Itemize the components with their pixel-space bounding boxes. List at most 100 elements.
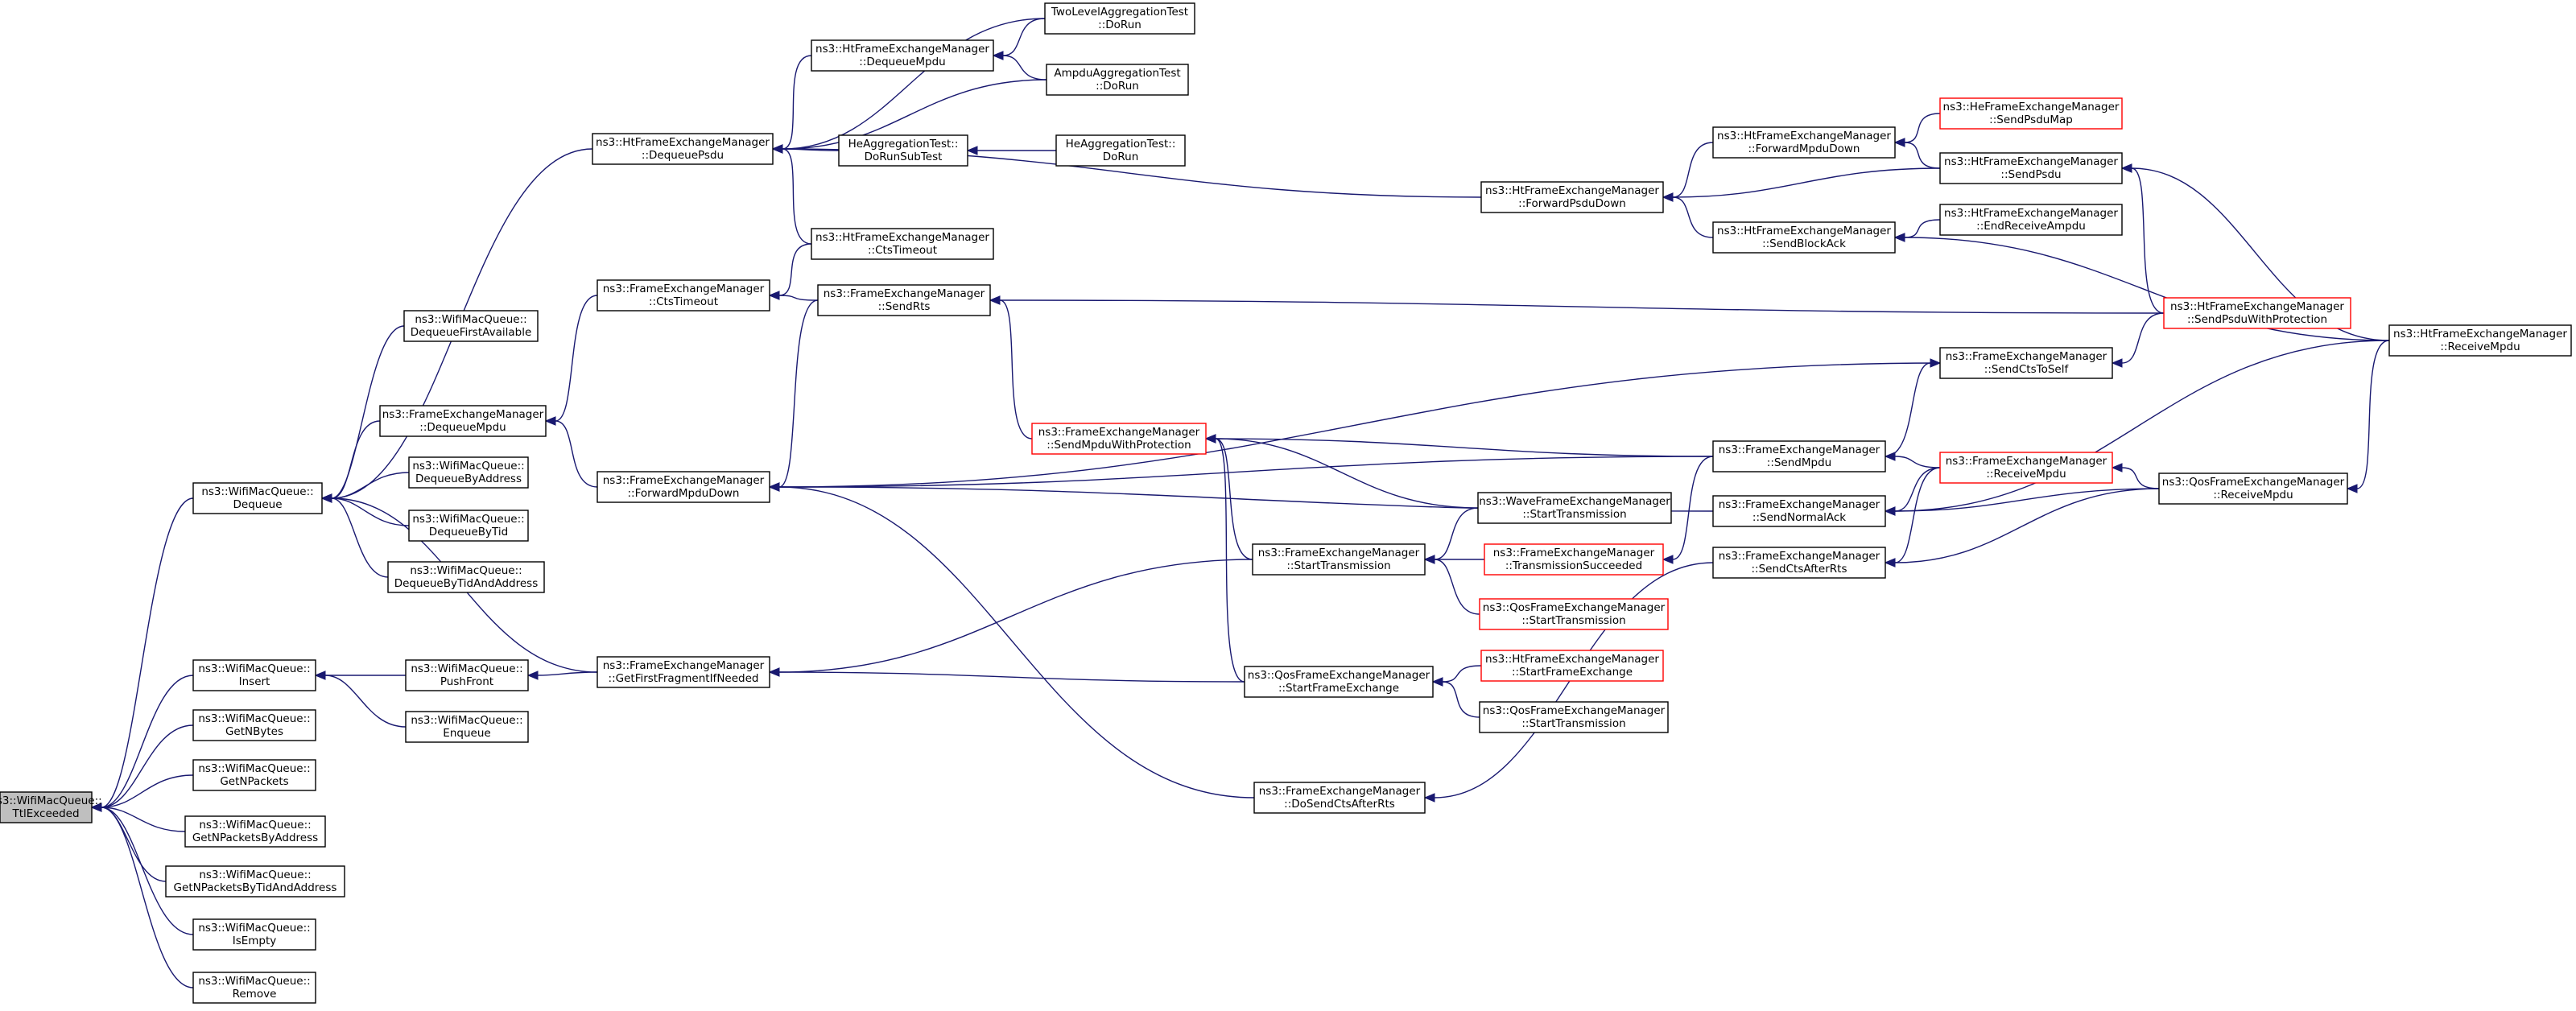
- node-label-line: ::DoRun: [1098, 19, 1141, 31]
- node-label-line: ::SendPsduWithProtection: [2187, 313, 2327, 326]
- edge-arrowhead: [1893, 233, 1905, 242]
- node-ht-fwdmpdu[interactable]: ns3::HtFrameExchangeManager::ForwardMpdu…: [1712, 126, 1896, 159]
- node-ht-sendblockack[interactable]: ns3::HtFrameExchangeManager::SendBlockAc…: [1712, 221, 1896, 254]
- node-ampdutest[interactable]: AmpduAggregationTest::DoRun: [1046, 64, 1189, 96]
- node-qos-starttx-r[interactable]: ns3::QosFrameExchangeManager::StartTrans…: [1479, 598, 1669, 630]
- node-qos-sfe[interactable]: ns3::QosFrameExchangeManager::StartFrame…: [1244, 666, 1434, 698]
- node-label-line: ns3::WifiMacQueue::: [411, 714, 522, 727]
- node-fem-sendrts[interactable]: ns3::FrameExchangeManager::SendRts: [817, 284, 991, 316]
- node-heagg-sub[interactable]: HeAggregationTest::DoRunSubTest: [838, 134, 968, 167]
- node-dqbytid[interactable]: ns3::WifiMacQueue::DequeueByTid: [408, 510, 529, 542]
- edge-arrowhead: [1423, 793, 1435, 803]
- node-fem-sendmpdu[interactable]: ns3::FrameExchangeManager::SendMpdu: [1712, 440, 1886, 472]
- edge-line: [782, 55, 812, 150]
- edge-fem-sendmpdu-to-fem-fwdmpdu: [768, 456, 1714, 492]
- node-label-line: ns3::WifiMacQueue::: [198, 712, 310, 725]
- edge-wave-starttx-to-fem-starttx: [1423, 507, 1479, 564]
- node-box: [597, 656, 770, 688]
- node-fem-starttx[interactable]: ns3::FrameExchangeManager::StartTransmis…: [1252, 543, 1426, 576]
- node-dqfirst[interactable]: ns3::WifiMacQueue::DequeueFirstAvailable: [403, 310, 539, 342]
- edge-ht-recvmpdu-to-ht-sendblockack: [1893, 233, 2390, 341]
- node-qos-recvmpdu[interactable]: ns3::QosFrameExchangeManager::ReceiveMpd…: [2158, 472, 2348, 505]
- node-wave-starttx[interactable]: ns3::WaveFrameExchangeManager::StartTran…: [1477, 492, 1672, 524]
- edge-fem-dqmpdu-to-dequeue: [320, 420, 381, 503]
- edge-arrowhead: [1431, 677, 1443, 687]
- node-twolevel[interactable]: TwoLevelAggregationTest::DoRun: [1044, 2, 1195, 35]
- node-ht-spwp[interactable]: ns3::HtFrameExchangeManager::SendPsduWit…: [2163, 297, 2351, 329]
- node-label-line: ns3::FrameExchangeManager: [382, 408, 544, 421]
- edge-qos-starttx-r-to-fem-starttx: [1423, 555, 1480, 615]
- node-ttl[interactable]: ns3::WifiMacQueue::TtlExceeded: [0, 791, 102, 823]
- edge-line: [1885, 362, 1931, 457]
- node-ht-sendpsdu[interactable]: ns3::HtFrameExchangeManager::SendPsdu: [1939, 152, 2123, 184]
- node-fem-getfirst[interactable]: ns3::FrameExchangeManager::GetFirstFragm…: [597, 656, 770, 688]
- node-box: [2158, 472, 2348, 505]
- node-box: [1046, 64, 1189, 96]
- node-getnpackets[interactable]: ns3::WifiMacQueue::GetNPackets: [192, 759, 316, 791]
- node-label-line: ns3::HtFrameExchangeManager: [596, 136, 770, 149]
- node-label-line: ns3::FrameExchangeManager: [603, 283, 765, 295]
- edge-line: [2356, 340, 2390, 489]
- node-label-line: ns3::QosFrameExchangeManager: [1483, 704, 1666, 717]
- edge-line: [1904, 237, 2390, 341]
- node-pushfront[interactable]: ns3::WifiMacQueue::PushFront: [405, 659, 529, 691]
- node-dqbyta[interactable]: ns3::WifiMacQueue::DequeueByTidAndAddres…: [387, 561, 545, 593]
- edge-ht-spwp-to-fem-sendrts: [989, 295, 2165, 314]
- node-ht-ctstimeout[interactable]: ns3::HtFrameExchangeManager::CtsTimeout: [811, 228, 994, 260]
- node-ht-endrecv[interactable]: ns3::HtFrameExchangeManager::EndReceiveA…: [1939, 204, 2123, 236]
- node-label-line: ::ForwardMpduDown: [1748, 142, 1860, 155]
- node-he-sendpsdumap[interactable]: ns3::HeFrameExchangeManager::SendPsduMap: [1939, 97, 2123, 130]
- node-label-line: ns3::WifiMacQueue::: [412, 460, 524, 472]
- node-qos-starttx[interactable]: ns3::QosFrameExchangeManager::StartTrans…: [1479, 701, 1669, 733]
- edge-line: [1894, 456, 1941, 468]
- node-fem-ctstimeout[interactable]: ns3::FrameExchangeManager::CtsTimeout: [597, 279, 770, 312]
- node-ht-fwdpsdu[interactable]: ns3::HtFrameExchangeManager::ForwardPsdu…: [1480, 181, 1664, 213]
- node-label-line: ::EndReceiveAmpdu: [1976, 220, 2086, 233]
- node-fem-sendnormalack[interactable]: ns3::FrameExchangeManager::SendNormalAck: [1712, 495, 1886, 527]
- node-label-line: ::SendCtsAfterRts: [1752, 563, 1847, 576]
- node-fem-dosendcts[interactable]: ns3::FrameExchangeManager::DoSendCtsAfte…: [1253, 782, 1426, 814]
- node-label-line: ns3::FrameExchangeManager: [1719, 498, 1880, 511]
- edge-arrowhead: [768, 482, 780, 492]
- node-dqbyaddr[interactable]: ns3::WifiMacQueue::DequeueByAddress: [408, 456, 529, 489]
- node-fem-dqmpdu[interactable]: ns3::FrameExchangeManager::DequeueMpdu: [379, 405, 547, 437]
- edge-wave-starttx-to-fem-smwp: [1204, 434, 1479, 509]
- node-dequeue[interactable]: ns3::WifiMacQueue::Dequeue: [192, 482, 323, 514]
- node-ht-dqpsdu[interactable]: ns3::HtFrameExchangeManager::DequeuePsdu: [592, 133, 774, 165]
- node-box: [817, 284, 991, 316]
- node-isempty[interactable]: ns3::WifiMacQueue::IsEmpty: [192, 918, 316, 951]
- edge-fem-ctstimeout-to-fem-dqmpdu: [544, 295, 598, 426]
- node-getnbytes[interactable]: ns3::WifiMacQueue::GetNBytes: [192, 709, 316, 741]
- edge-remove-to-ttl: [90, 803, 194, 988]
- node-label-line: ns3::FrameExchangeManager: [603, 474, 765, 487]
- node-fem-recvmpdu[interactable]: ns3::FrameExchangeManager::ReceiveMpdu: [1939, 452, 2113, 484]
- edge-line: [2131, 167, 2165, 314]
- node-getnpba[interactable]: ns3::WifiMacQueue::GetNPacketsByAddress: [184, 815, 326, 848]
- node-label-line: Remove: [233, 988, 277, 1001]
- node-label-line: ::StartFrameExchange: [1512, 666, 1633, 679]
- node-label-line: ns3::WifiMacQueue::: [198, 922, 310, 935]
- node-enqueue[interactable]: ns3::WifiMacQueue::Enqueue: [405, 711, 529, 743]
- node-box: [408, 456, 529, 489]
- edge-getnbytes-to-ttl: [90, 724, 194, 812]
- node-fem-sendctsafterrts[interactable]: ns3::FrameExchangeManager::SendCtsAfterR…: [1712, 547, 1886, 579]
- node-fem-fwdmpdu[interactable]: ns3::FrameExchangeManager::ForwardMpduDo…: [597, 471, 770, 503]
- node-fem-smwp[interactable]: ns3::FrameExchangeManager::SendMpduWithP…: [1031, 423, 1207, 455]
- node-remove[interactable]: ns3::WifiMacQueue::Remove: [192, 972, 316, 1004]
- node-label-line: ns3::FrameExchangeManager: [1719, 550, 1880, 563]
- node-getnpbta[interactable]: ns3::WifiMacQueue::GetNPacketsByTidAndAd…: [165, 865, 345, 898]
- node-insert[interactable]: ns3::WifiMacQueue::Insert: [192, 659, 316, 691]
- node-box: [838, 134, 968, 167]
- node-fem-sendctstoself[interactable]: ns3::FrameExchangeManager::SendCtsToSelf: [1939, 347, 2113, 379]
- edge-line: [2121, 467, 2160, 489]
- edge-fem-sendmpdu-to-fem-smwp: [1204, 434, 1714, 457]
- node-ht-sfe[interactable]: ns3::HtFrameExchangeManager::StartFrameE…: [1480, 650, 1664, 682]
- node-ht-dqmpdu[interactable]: ns3::HtFrameExchangeManager::DequeueMpdu: [811, 39, 994, 72]
- node-heagg-run[interactable]: HeAggregationTest::DoRun: [1055, 134, 1186, 167]
- node-box: [192, 759, 316, 791]
- edge-arrowhead: [90, 803, 102, 812]
- edge-line: [324, 675, 407, 728]
- edge-line: [782, 79, 1047, 150]
- node-ht-recvmpdu[interactable]: ns3::HtFrameExchangeManager::ReceiveMpdu: [2388, 324, 2572, 357]
- node-fem-txsucc[interactable]: ns3::FrameExchangeManager::TransmissionS…: [1484, 543, 1664, 576]
